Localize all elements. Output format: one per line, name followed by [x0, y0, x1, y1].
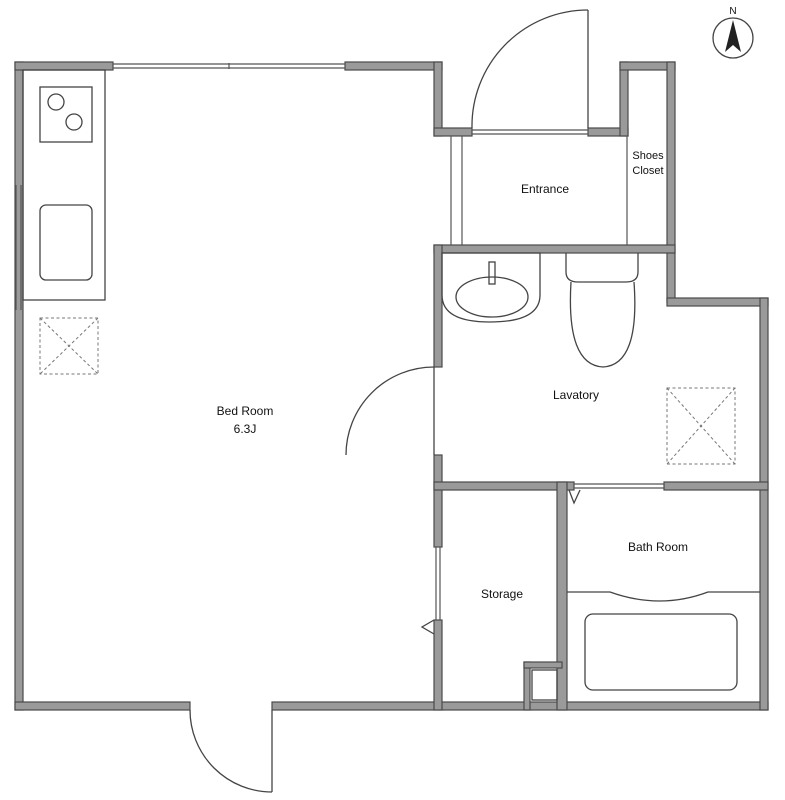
wall-partition-low	[433, 619, 443, 711]
storage-door-arrow	[420, 619, 435, 635]
wall-partition-upper	[433, 244, 443, 368]
doors	[189, 9, 589, 793]
north-compass: N	[712, 6, 754, 59]
wall-top-bedroom-right	[344, 61, 443, 71]
wall-closet-right	[666, 61, 676, 303]
wall-bath-top	[663, 481, 769, 491]
compass-letter: N	[729, 6, 736, 17]
wall-bottom-right	[271, 701, 769, 711]
wall-entrance-top-left	[433, 127, 473, 137]
compass-ring	[712, 17, 754, 59]
entrance-label: Entrance	[520, 182, 570, 196]
wall-storage-right	[556, 481, 568, 711]
wall-closet-left	[619, 61, 629, 137]
shoes-closet-label: Shoes Closet	[626, 149, 670, 179]
wall-right	[759, 297, 769, 711]
pipe-space	[531, 669, 558, 701]
wall-pipe-box-top	[523, 661, 563, 669]
bath-room-label: Bath Room	[627, 540, 689, 554]
faucet	[488, 261, 496, 285]
shoes-closet-line2: Closet	[632, 165, 664, 177]
bed-room-name: Bed Room	[216, 404, 274, 418]
wall-left	[14, 61, 24, 711]
bedroom-door-swing	[345, 366, 435, 456]
entrance-door-swing	[471, 9, 589, 129]
lavatory-label: Lavatory	[552, 388, 600, 402]
bathtub	[584, 613, 738, 691]
wall-bottom-left	[14, 701, 191, 711]
bath-door-arrow	[568, 489, 581, 505]
bath-fixtures	[567, 591, 760, 691]
kitchen	[22, 69, 106, 375]
kitchen-counter	[22, 69, 106, 301]
wall-top-bedroom	[14, 61, 114, 71]
bath-ledge	[567, 591, 760, 602]
basin-bowl	[455, 276, 529, 318]
toilet-tank	[565, 253, 639, 283]
wall-right-top	[666, 297, 769, 307]
washbasin	[441, 252, 541, 323]
walls	[14, 61, 769, 711]
toilet-bowl	[569, 281, 636, 368]
wall-lavatory-bottom	[433, 481, 575, 491]
sink	[39, 204, 93, 281]
ceiling-storage-mark	[39, 317, 99, 375]
stove	[39, 86, 93, 143]
wall-lavatory-top	[433, 244, 676, 254]
balcony-door-swing	[189, 709, 273, 793]
shoes-closet-line1: Shoes	[632, 150, 664, 162]
bed-room-label: Bed Room 6.3J	[205, 404, 285, 437]
windows	[15, 63, 664, 620]
wall-partition-mid	[433, 454, 443, 548]
wall-entrance-step-vert	[433, 61, 443, 137]
burner	[47, 93, 65, 111]
burner	[65, 113, 83, 131]
ceiling-hatch-mark	[666, 387, 736, 465]
bed-room-size: 6.3J	[233, 422, 257, 436]
storage-label: Storage	[480, 587, 524, 601]
lavatory-fixtures	[441, 252, 736, 465]
wall-pipe-box-left	[523, 661, 531, 711]
north-arrow-icon	[725, 20, 741, 52]
